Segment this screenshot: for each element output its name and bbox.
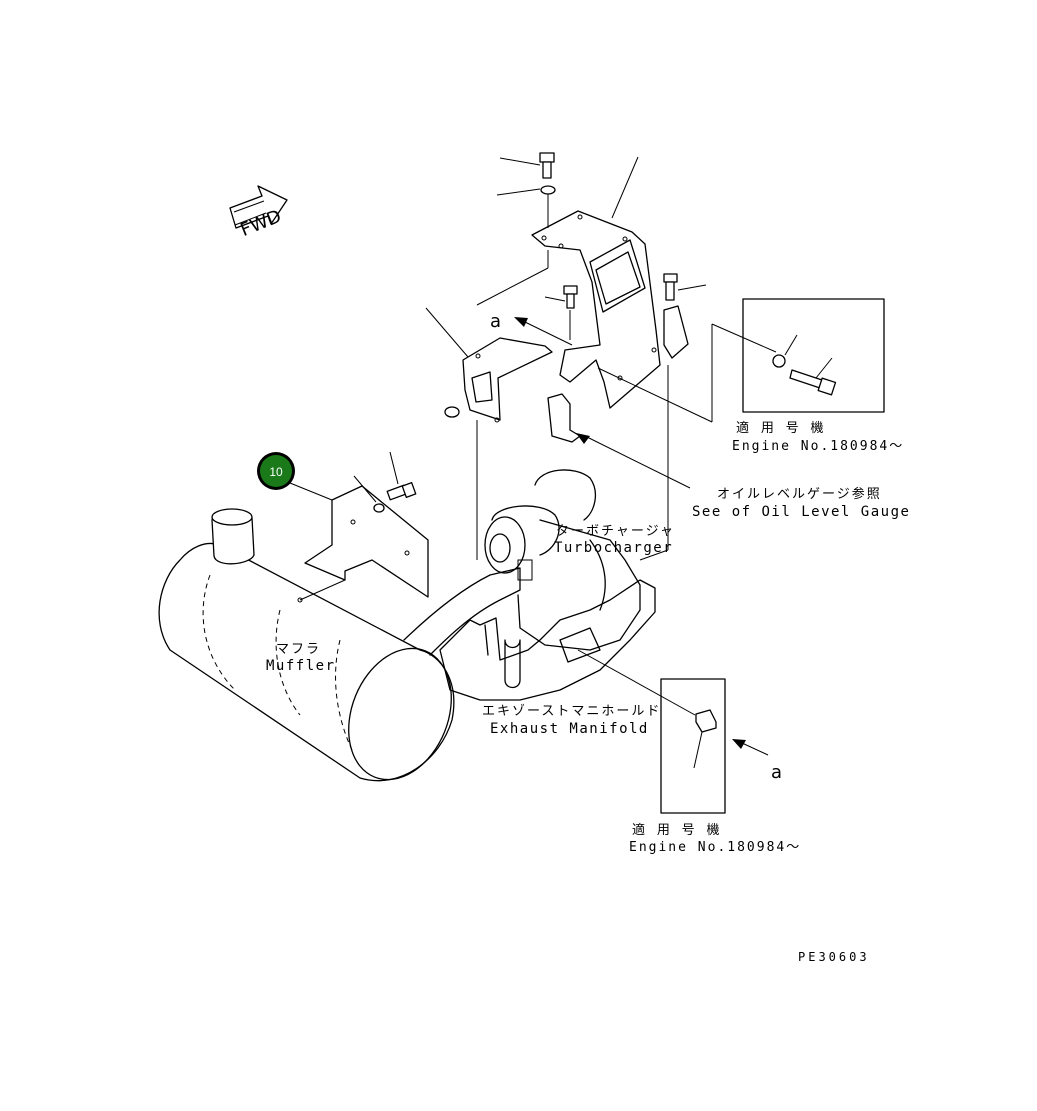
left-bracket <box>425 307 553 560</box>
muffler-label-jp: マフラ <box>276 642 321 657</box>
callout-badge-10: 10 <box>257 452 333 501</box>
detail-bottom-applicability: 適 用 号 機 <box>632 822 721 838</box>
muffler-label-en: Muffler <box>266 658 336 674</box>
fwd-arrow-icon: FWD <box>229 185 288 241</box>
turbocharger: ターボチャージャ Turbocharger エキゾーストマニホールド Exhau… <box>439 469 696 737</box>
turbo-bracket <box>476 156 689 561</box>
view-arrow-a-top: a <box>490 311 573 346</box>
turbo-label-en: Turbocharger <box>554 540 673 556</box>
callout-number: 10 <box>269 465 283 479</box>
view-marker-bottom: a <box>771 762 782 783</box>
fwd-label: FWD <box>238 206 285 241</box>
heat-shield-plate <box>297 451 429 603</box>
detail-top-applicability: 適 用 号 機 <box>736 420 825 436</box>
turbo-label-jp: ターボチャージャ <box>556 524 675 539</box>
oil-gauge-bracket <box>547 393 691 489</box>
oil-gauge-label-jp: オイルレベルゲージ参照 <box>717 486 882 502</box>
top-bolt-group <box>496 152 556 228</box>
muffler: マフラ Muffler <box>158 508 521 782</box>
view-marker-top: a <box>490 311 501 332</box>
detail-box-top: 適 用 号 機 Engine No.180984～ <box>732 298 904 454</box>
drawing-code: PE30603 <box>798 950 870 964</box>
right-bolt <box>663 273 707 301</box>
detail-leader-lines <box>597 323 777 423</box>
detail-top-engine-no: Engine No.180984～ <box>732 439 904 454</box>
manifold-label-en: Exhaust Manifold <box>490 721 649 737</box>
detail-bottom-engine-no: Engine No.180984～ <box>629 840 801 855</box>
detail-box-bottom: a 適 用 号 機 Engine No.180984～ <box>629 678 801 855</box>
oil-gauge-label-en: See of Oil Level Gauge <box>692 504 910 520</box>
middle-bolt <box>544 285 578 340</box>
manifold-label-jp: エキゾーストマニホールド <box>482 704 661 719</box>
